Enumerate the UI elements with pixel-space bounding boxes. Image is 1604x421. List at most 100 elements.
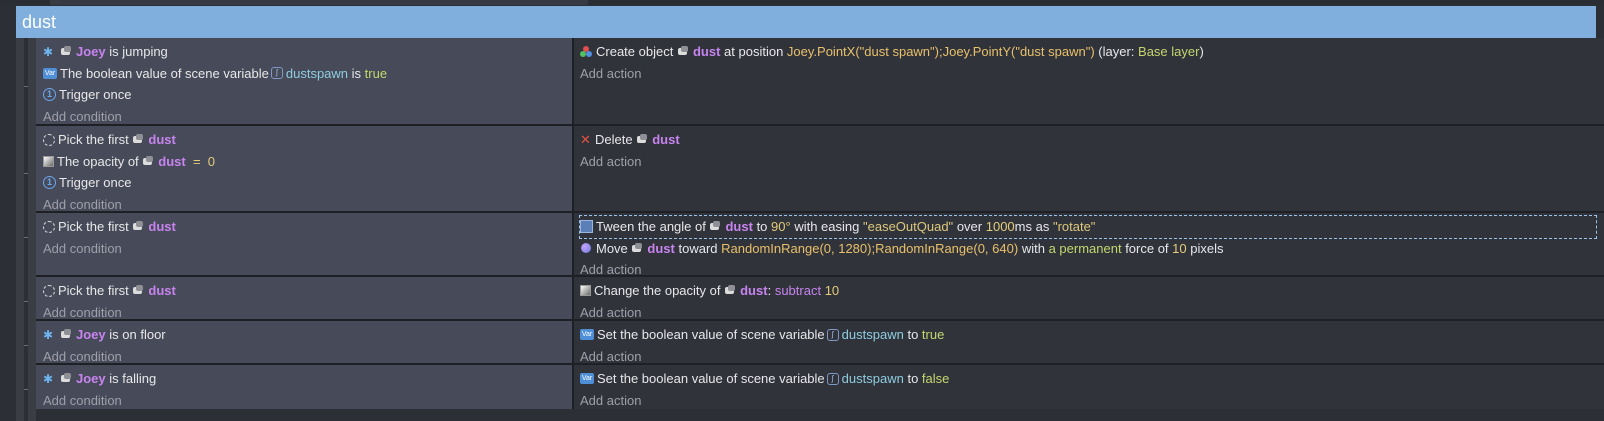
position-expression: Joey.PointX("dust spawn");Joey.PointY("d… [786, 44, 1095, 60]
force-type: a permanent [1048, 240, 1122, 256]
action-set-variable[interactable]: Var Set the boolean value of scene varia… [580, 368, 1604, 390]
add-condition-button[interactable]: Add condition [43, 240, 122, 256]
action-text: to [756, 219, 768, 235]
add-condition-button[interactable]: Add condition [43, 392, 122, 408]
to-text: to [907, 327, 919, 343]
conditions: Pick the first dust The opacity of dust … [36, 126, 574, 212]
object-name: Joey [76, 371, 106, 387]
sprite-icon [132, 221, 145, 232]
rail-tick [24, 86, 28, 87]
sprite-icon [636, 134, 649, 145]
add-action-button[interactable]: Add action [580, 304, 642, 320]
conditions: Pick the first dust Add condition [36, 277, 574, 320]
layer-close: ) [1199, 44, 1204, 60]
action-create-object[interactable]: Create object dust at position Joey.Poin… [580, 41, 1604, 63]
force-value: 10 [1172, 240, 1187, 256]
rail-tick [24, 237, 28, 238]
condition-opacity[interactable]: The opacity of dust = 0 [43, 151, 572, 173]
actions: Change the opacity of dust: subtract 10 … [574, 277, 1604, 320]
scene-variable-icon: ʃ [270, 67, 283, 80]
condition-pick-first[interactable]: Pick the first dust [43, 216, 572, 238]
to-text: to [907, 371, 919, 387]
sprite-icon [142, 155, 155, 167]
condition-text: is on floor [109, 327, 166, 343]
sprite-icon [677, 46, 690, 57]
sprite-icon [724, 285, 737, 296]
condition-pick-first[interactable]: Pick the first dust [43, 280, 572, 302]
sprite-icon [60, 373, 73, 384]
add-condition-button[interactable]: Add condition [43, 108, 122, 124]
platformer-icon: ✱ [43, 327, 54, 342]
action-move-toward[interactable]: Move dust toward RandomInRange(0, 1280);… [580, 238, 1604, 260]
action-delete[interactable]: ✕ Delete dust [580, 129, 1604, 151]
rail-tick [24, 389, 28, 390]
trigger-once-icon: 1 [43, 176, 56, 190]
condition-trigger-once[interactable]: 1 Trigger once [43, 84, 572, 106]
condition-pick-first[interactable]: Pick the first dust [43, 129, 572, 151]
event-indent-rail [28, 38, 36, 421]
force-icon [580, 242, 593, 255]
sprite-icon [132, 285, 145, 296]
object-name: dust [725, 219, 753, 235]
scene-variable-icon: ʃ [826, 372, 839, 385]
add-action-button[interactable]: Add action [580, 262, 642, 278]
condition-trigger-once[interactable]: 1 Trigger once [43, 172, 572, 194]
variable-icon: Var [43, 67, 57, 79]
object-name: Joey [76, 327, 106, 343]
condition-joey-on-floor[interactable]: ✱ Joey is on floor [43, 324, 572, 346]
condition-joey-jumping[interactable]: ✱ Joey is jumping [43, 41, 572, 63]
add-condition-button[interactable]: Add condition [43, 196, 122, 212]
delete-icon: ✕ [580, 131, 591, 147]
object-name: dust [692, 44, 721, 60]
condition-text: is jumping [109, 44, 168, 60]
add-action-button[interactable]: Add action [580, 348, 642, 364]
rail-tick [24, 173, 28, 174]
conditions: ✱ Joey is falling Add condition [36, 365, 574, 409]
condition-text: Pick the first [58, 283, 129, 299]
action-text: Tween the angle of [596, 219, 706, 235]
condition-scene-variable[interactable]: Var The boolean value of scene variable … [43, 63, 572, 85]
layer-open: (layer: [1098, 44, 1135, 60]
variable-name: dustspawn [285, 65, 349, 81]
angle-value: 90° [771, 219, 791, 235]
condition-joey-falling[interactable]: ✱ Joey is falling [43, 368, 572, 390]
actions: Var Set the boolean value of scene varia… [574, 365, 1604, 409]
actions: Var Set the boolean value of scene varia… [574, 321, 1604, 364]
group-indent-rail [16, 38, 24, 421]
add-condition-button[interactable]: Add condition [43, 348, 122, 364]
condition-text: Trigger once [59, 175, 132, 191]
conditions: Pick the first dust Add condition [36, 213, 574, 275]
action-change-opacity[interactable]: Change the opacity of dust: subtract 10 [580, 280, 1604, 302]
create-object-icon [580, 45, 593, 58]
action-text: ms as [1014, 219, 1050, 235]
action-tween-angle[interactable]: Tween the angle of dust to 90° with easi… [579, 215, 1597, 239]
event-3: Pick the first dust Add condition Tween … [36, 213, 1604, 277]
variable-name: dustspawn [841, 327, 904, 343]
sprite-icon [60, 46, 73, 57]
platformer-icon: ✱ [43, 44, 54, 59]
condition-text: Pick the first [58, 132, 129, 148]
object-name: dust [740, 283, 768, 299]
pick-icon [43, 220, 55, 233]
add-action-button[interactable]: Add action [580, 392, 642, 408]
sprite-icon [709, 221, 722, 232]
event-6: ✱ Joey is falling Add condition Var Set … [36, 365, 1604, 409]
rail-tick [24, 345, 28, 346]
conditions: ✱ Joey is on floor Add condition [36, 321, 574, 364]
add-action-button[interactable]: Add action [580, 153, 642, 169]
event-group-header[interactable]: dust [16, 6, 1596, 38]
actions: ✕ Delete dust Add action [574, 126, 1604, 211]
tween-id: "rotate" [1052, 219, 1096, 235]
platformer-icon: ✱ [43, 371, 54, 386]
add-action-button[interactable]: Add action [580, 65, 642, 81]
action-text: at position [724, 44, 784, 60]
add-condition-button[interactable]: Add condition [43, 304, 122, 320]
action-text: over [956, 219, 983, 235]
operation: subtract [774, 283, 822, 299]
tween-icon [580, 220, 593, 234]
target-expression: RandomInRange(0, 1280);RandomInRange(0, … [721, 240, 1019, 256]
action-text: Set the boolean value of scene variable [597, 327, 825, 343]
action-text: Delete [595, 132, 633, 148]
action-set-variable[interactable]: Var Set the boolean value of scene varia… [580, 324, 1604, 346]
colon: : [767, 283, 772, 299]
